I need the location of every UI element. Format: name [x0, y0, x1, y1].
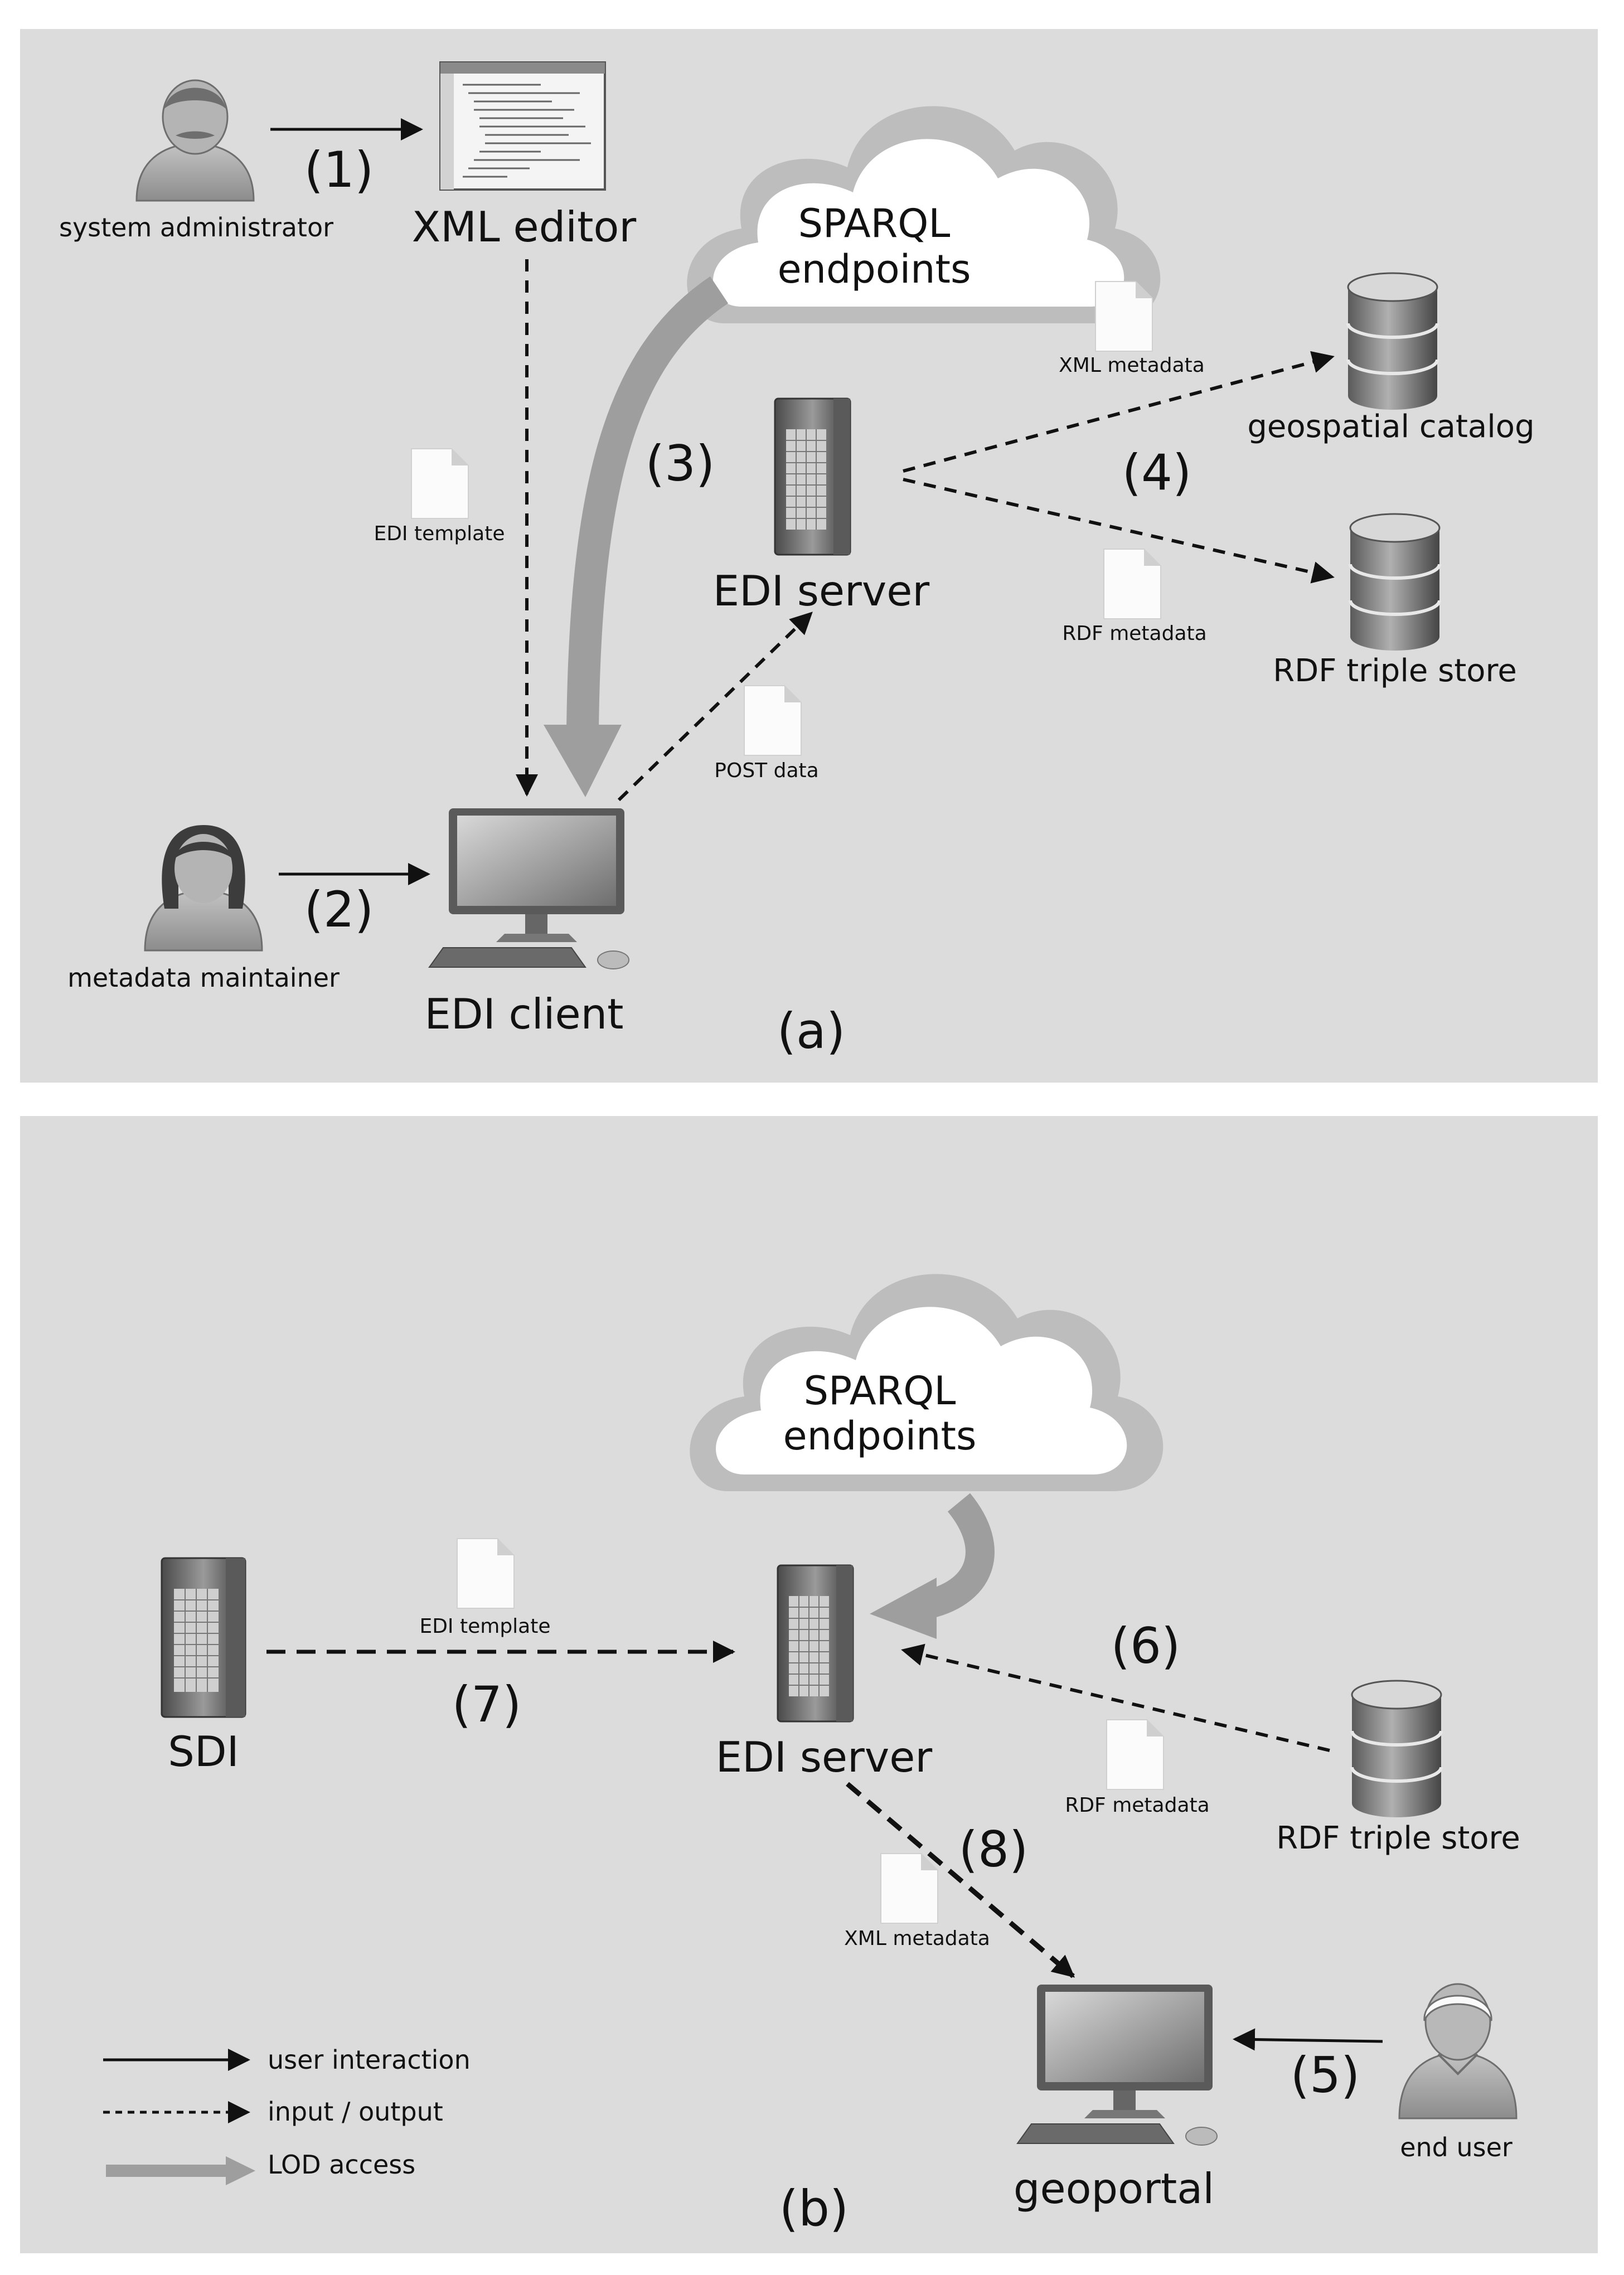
desktop-computer-icon: [1016, 1985, 1218, 2146]
edi-template-label: EDI template: [419, 1615, 550, 1638]
rdf-metadata-label: RDF metadata: [1065, 1794, 1209, 1817]
server-tower-icon: [777, 1564, 854, 1723]
person-icon: [1398, 1983, 1518, 2119]
cloud-label-line2: endpoints: [783, 1413, 977, 1459]
step-7-label: (7): [452, 1676, 522, 1733]
edi-server-label: EDI server: [716, 1733, 933, 1782]
system-administrator-label: system administrator: [59, 212, 333, 242]
person-icon: [144, 825, 263, 952]
document-icon: [880, 1853, 938, 1924]
server-tower-icon: [774, 397, 851, 556]
input-output-arrow-xml-metadata: [903, 351, 1335, 473]
edi-client-label: EDI client: [424, 989, 623, 1039]
lod-access-arrow: [870, 1493, 995, 1639]
rdf-triple-store-label: RDF triple store: [1276, 1820, 1520, 1856]
document-icon: [411, 448, 469, 519]
step-5-label: (5): [1291, 2046, 1360, 2104]
document-icon: [457, 1538, 515, 1609]
step-6-label: (6): [1111, 1617, 1181, 1675]
step-3-label: (3): [646, 435, 715, 492]
panel-b-caption: (b): [779, 2180, 849, 2237]
xml-metadata-label: XML metadata: [844, 1927, 990, 1950]
legend-user-interaction-label: user interaction: [268, 2045, 471, 2075]
post-data-label: POST data: [714, 759, 818, 782]
step-1-label: (1): [304, 141, 374, 198]
lod-access-arrow: [544, 276, 729, 797]
sdi-label: SDI: [168, 1727, 239, 1776]
cloud-label-line1: SPARQL: [798, 201, 951, 246]
panel-b: SPARQL endpoints SDI (7): [20, 1116, 1598, 2253]
document-icon: [1095, 281, 1153, 352]
input-output-arrow-post-data: [617, 612, 813, 802]
database-icon: [1346, 272, 1439, 410]
document-icon: [1106, 1719, 1164, 1790]
person-icon: [135, 79, 255, 202]
document-icon: [744, 685, 802, 756]
input-output-arrow-rdf-metadata: [903, 478, 1335, 584]
step-8-label: (8): [959, 1821, 1029, 1878]
legend: user interaction input / output LOD acce…: [103, 2045, 471, 2185]
input-output-arrow-8: [846, 1782, 1075, 1978]
step-2-label: (2): [304, 881, 374, 938]
legend-input-output-label: input / output: [268, 2097, 443, 2127]
xml-editor-label: XML editor: [412, 202, 637, 251]
cloud-label-line2: endpoints: [778, 246, 971, 292]
geoportal-label: geoportal: [1014, 2164, 1214, 2213]
document-icon: [1103, 549, 1161, 619]
legend-lod-access-label: LOD access: [268, 2150, 415, 2180]
user-interaction-arrow-5: [1233, 2028, 1383, 2051]
edi-server-label: EDI server: [713, 566, 930, 615]
end-user-label: end user: [1400, 2132, 1512, 2162]
step-4-label: (4): [1122, 444, 1192, 501]
server-tower-icon: [161, 1557, 246, 1718]
cloud-label-line1: SPARQL: [804, 1368, 956, 1414]
geospatial-catalog-label: geospatial catalog: [1247, 409, 1534, 445]
edi-template-label: EDI template: [374, 522, 505, 545]
cloud-icon: [687, 106, 1161, 323]
xml-metadata-label: XML metadata: [1059, 354, 1205, 377]
rdf-triple-store-label: RDF triple store: [1273, 653, 1517, 689]
database-icon: [1349, 513, 1441, 651]
metadata-maintainer-label: metadata maintainer: [67, 963, 340, 993]
text-editor-screenshot-icon: [439, 61, 606, 191]
input-output-arrow-6: [901, 1643, 1330, 1752]
panel-a-caption: (a): [777, 1002, 846, 1060]
cloud-icon: [690, 1274, 1164, 1491]
rdf-metadata-label: RDF metadata: [1062, 622, 1206, 645]
panel-a: SPARQL endpoints system administrator (1…: [20, 29, 1598, 1083]
desktop-computer-icon: [428, 808, 629, 969]
database-icon: [1350, 1680, 1443, 1817]
